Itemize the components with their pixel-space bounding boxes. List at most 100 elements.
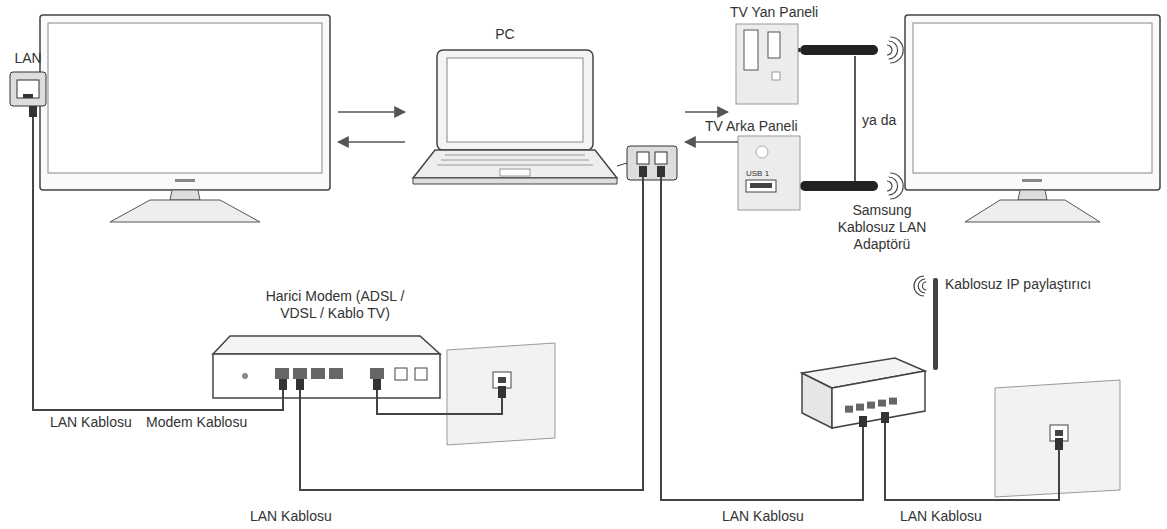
- laptop-lip: [413, 178, 617, 184]
- modem-port: [293, 368, 307, 379]
- modem-port: [370, 368, 384, 379]
- router-front: [832, 371, 925, 428]
- modem-port: [329, 368, 343, 379]
- cable-plug: [29, 106, 37, 117]
- modem-switch: [415, 368, 427, 380]
- alternative-line: [854, 56, 856, 182]
- laptop-pc-outline: [405, 26, 685, 198]
- modem-port: [275, 368, 289, 379]
- node-label: TV Arka Paneli: [705, 118, 845, 135]
- node-label: TV Yan Paneli: [730, 4, 848, 21]
- small-port: [772, 72, 780, 80]
- hdmi-port: [744, 30, 758, 70]
- alternative-note: ya da: [862, 112, 912, 129]
- lan-cable: [300, 198, 643, 490]
- modem-port: [311, 368, 325, 379]
- lan-port: [17, 80, 39, 98]
- socket-hole: [1055, 430, 1063, 436]
- tv-with-lan-port-outline: [8, 10, 338, 232]
- cable-label: LAN Kablosu: [900, 508, 1010, 525]
- usb-port: [768, 32, 780, 58]
- laptop-screen: [447, 58, 583, 142]
- keyboard-row: [437, 165, 593, 166]
- tv-logo: [1022, 179, 1042, 182]
- dongle-body: [800, 181, 878, 191]
- data-arrow: [338, 141, 405, 143]
- wall: [995, 380, 1120, 497]
- router-port: [889, 398, 897, 405]
- tv-logo: [175, 179, 195, 182]
- cable-plug: [657, 166, 665, 177]
- modem-led: [242, 373, 248, 379]
- lan-cable: [32, 106, 34, 232]
- lan-port-callout: [10, 72, 46, 106]
- data-arrow: [685, 141, 738, 143]
- touchpad: [500, 169, 530, 176]
- tv-side-panel: [736, 24, 798, 104]
- node-label: Samsung Kablosuz LAN Adaptörü: [832, 202, 932, 253]
- cable-plug: [639, 166, 647, 177]
- wall: [447, 343, 555, 445]
- cable-label: LAN Kablosu: [250, 508, 360, 525]
- wireless-waves: [887, 37, 903, 63]
- laptop-base: [413, 150, 617, 178]
- cable-plug: [279, 379, 287, 390]
- cable-plug: [373, 379, 381, 390]
- laptop-pc: PC: [405, 26, 685, 198]
- node-label: LAN: [8, 50, 48, 67]
- tv-screen: [48, 23, 322, 173]
- usb-port: [746, 180, 776, 192]
- cable-label: Modem Kablosu: [146, 414, 266, 431]
- lan-cable: [661, 198, 863, 500]
- wireless-router-outline: [790, 268, 1120, 452]
- router-port: [878, 400, 886, 407]
- port-label: USB 1: [746, 168, 786, 179]
- modem-front: [213, 354, 440, 398]
- router-port: [845, 406, 853, 413]
- modem-switch: [395, 368, 407, 380]
- tv-neck: [1018, 190, 1047, 200]
- cable-plug: [296, 379, 304, 390]
- tv-side-panel: TV Yan Paneli: [728, 0, 848, 116]
- wireless-waves: [914, 276, 926, 296]
- tv-screen: [913, 23, 1152, 173]
- node-label: PC: [485, 26, 525, 43]
- lan-port: [637, 152, 649, 164]
- node-label: Harici Modem (ADSL / VDSL / Kablo TV): [250, 288, 420, 322]
- router-antenna: [933, 278, 938, 370]
- cable-plug: [859, 416, 867, 427]
- lan-port-callout: [627, 146, 677, 180]
- cable-plug: [498, 386, 506, 398]
- usb-port-tongue: [750, 183, 772, 188]
- cable-plug: [881, 412, 889, 423]
- keyboard-row: [445, 155, 585, 156]
- lan-port-clip: [23, 94, 33, 98]
- keyboard-row: [441, 160, 589, 161]
- wall-socket-modem: [447, 343, 555, 445]
- tv-with-lan-port: LAN: [8, 10, 338, 232]
- node-label: Kablosuz IP paylaştırıcı: [945, 276, 1120, 293]
- lan-cable: [33, 232, 283, 410]
- lan-cable: [885, 445, 1059, 500]
- tv-stand: [110, 200, 260, 222]
- router-port: [867, 402, 875, 409]
- router-port: [856, 404, 864, 411]
- wireless-adapter: Samsung Kablosuz LAN Adaptörü: [815, 202, 950, 258]
- tv-back-panel: TV Arka Paneli: [738, 118, 808, 210]
- tv-right: [905, 15, 1160, 222]
- cable-plug: [1055, 438, 1063, 450]
- data-arrow: [338, 111, 405, 113]
- socket-hole: [498, 377, 506, 383]
- tv-stand: [965, 200, 1100, 222]
- socket: [493, 372, 511, 388]
- dongle-body: [800, 45, 878, 55]
- cable-label: LAN Kablosu: [50, 414, 145, 431]
- tv-back-panel: [738, 136, 800, 210]
- laptop-lid: [437, 50, 593, 150]
- data-arrow: [685, 111, 728, 113]
- wall-socket-router: [995, 380, 1120, 497]
- modem-top: [213, 336, 440, 354]
